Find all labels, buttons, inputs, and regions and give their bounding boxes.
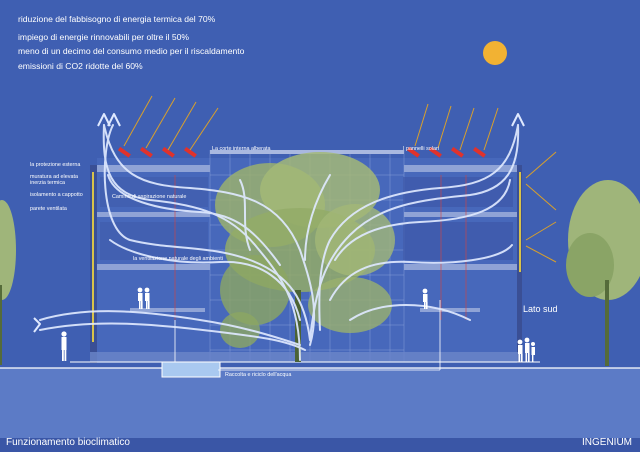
label-masonry-line2: inerzia termica xyxy=(30,180,66,186)
solar-panels-right xyxy=(406,146,486,158)
right-tree-icon xyxy=(566,180,640,366)
label-solar-panels: I pannelli solari xyxy=(403,146,439,152)
ground-band xyxy=(0,368,640,438)
people-icons xyxy=(61,287,535,362)
ventilated-wall-left xyxy=(92,172,94,342)
water-tank-icon xyxy=(161,361,221,378)
highlight-heating-consumption: meno di un decimo del consumo medio per … xyxy=(18,46,245,56)
label-natural-ventilation: la ventilazione naturale degli ambienti xyxy=(133,256,223,262)
footer-brand: INGENIUM xyxy=(582,437,632,448)
label-ventilated-wall: parete ventilata xyxy=(30,206,67,212)
highlight-renewables: impiego di energie rinnovabili per oltre… xyxy=(18,32,190,42)
sun-icon xyxy=(483,41,507,65)
highlight-heat-reduction: riduzione del fabbisogno di energia term… xyxy=(18,14,216,24)
label-courtyard: La corte interna alberata xyxy=(212,146,271,152)
label-external-protection: la protezione esterna xyxy=(30,162,81,168)
label-masonry-line1: muratura ad elevata xyxy=(30,174,78,180)
highlight-co2: emissioni di CO2 ridotte del 60% xyxy=(18,61,143,71)
sun-rays xyxy=(123,95,557,263)
label-insulation: isolamento a cappotto xyxy=(30,192,83,198)
footer-band xyxy=(0,438,640,452)
ventilated-wall-right xyxy=(519,172,521,272)
label-chimney: Camino di aspirazione naturale xyxy=(112,194,187,200)
label-south-side: Lato sud xyxy=(523,304,558,314)
airflow-lines xyxy=(39,124,520,361)
label-water-recycling: Raccolta e riciclo dell'acqua xyxy=(225,372,292,378)
footer-title: Funzionamento bioclimatico xyxy=(6,437,130,448)
airflow-arrow-icons xyxy=(33,113,525,333)
solar-panels-left xyxy=(117,146,197,158)
left-tree-icon xyxy=(0,200,16,365)
